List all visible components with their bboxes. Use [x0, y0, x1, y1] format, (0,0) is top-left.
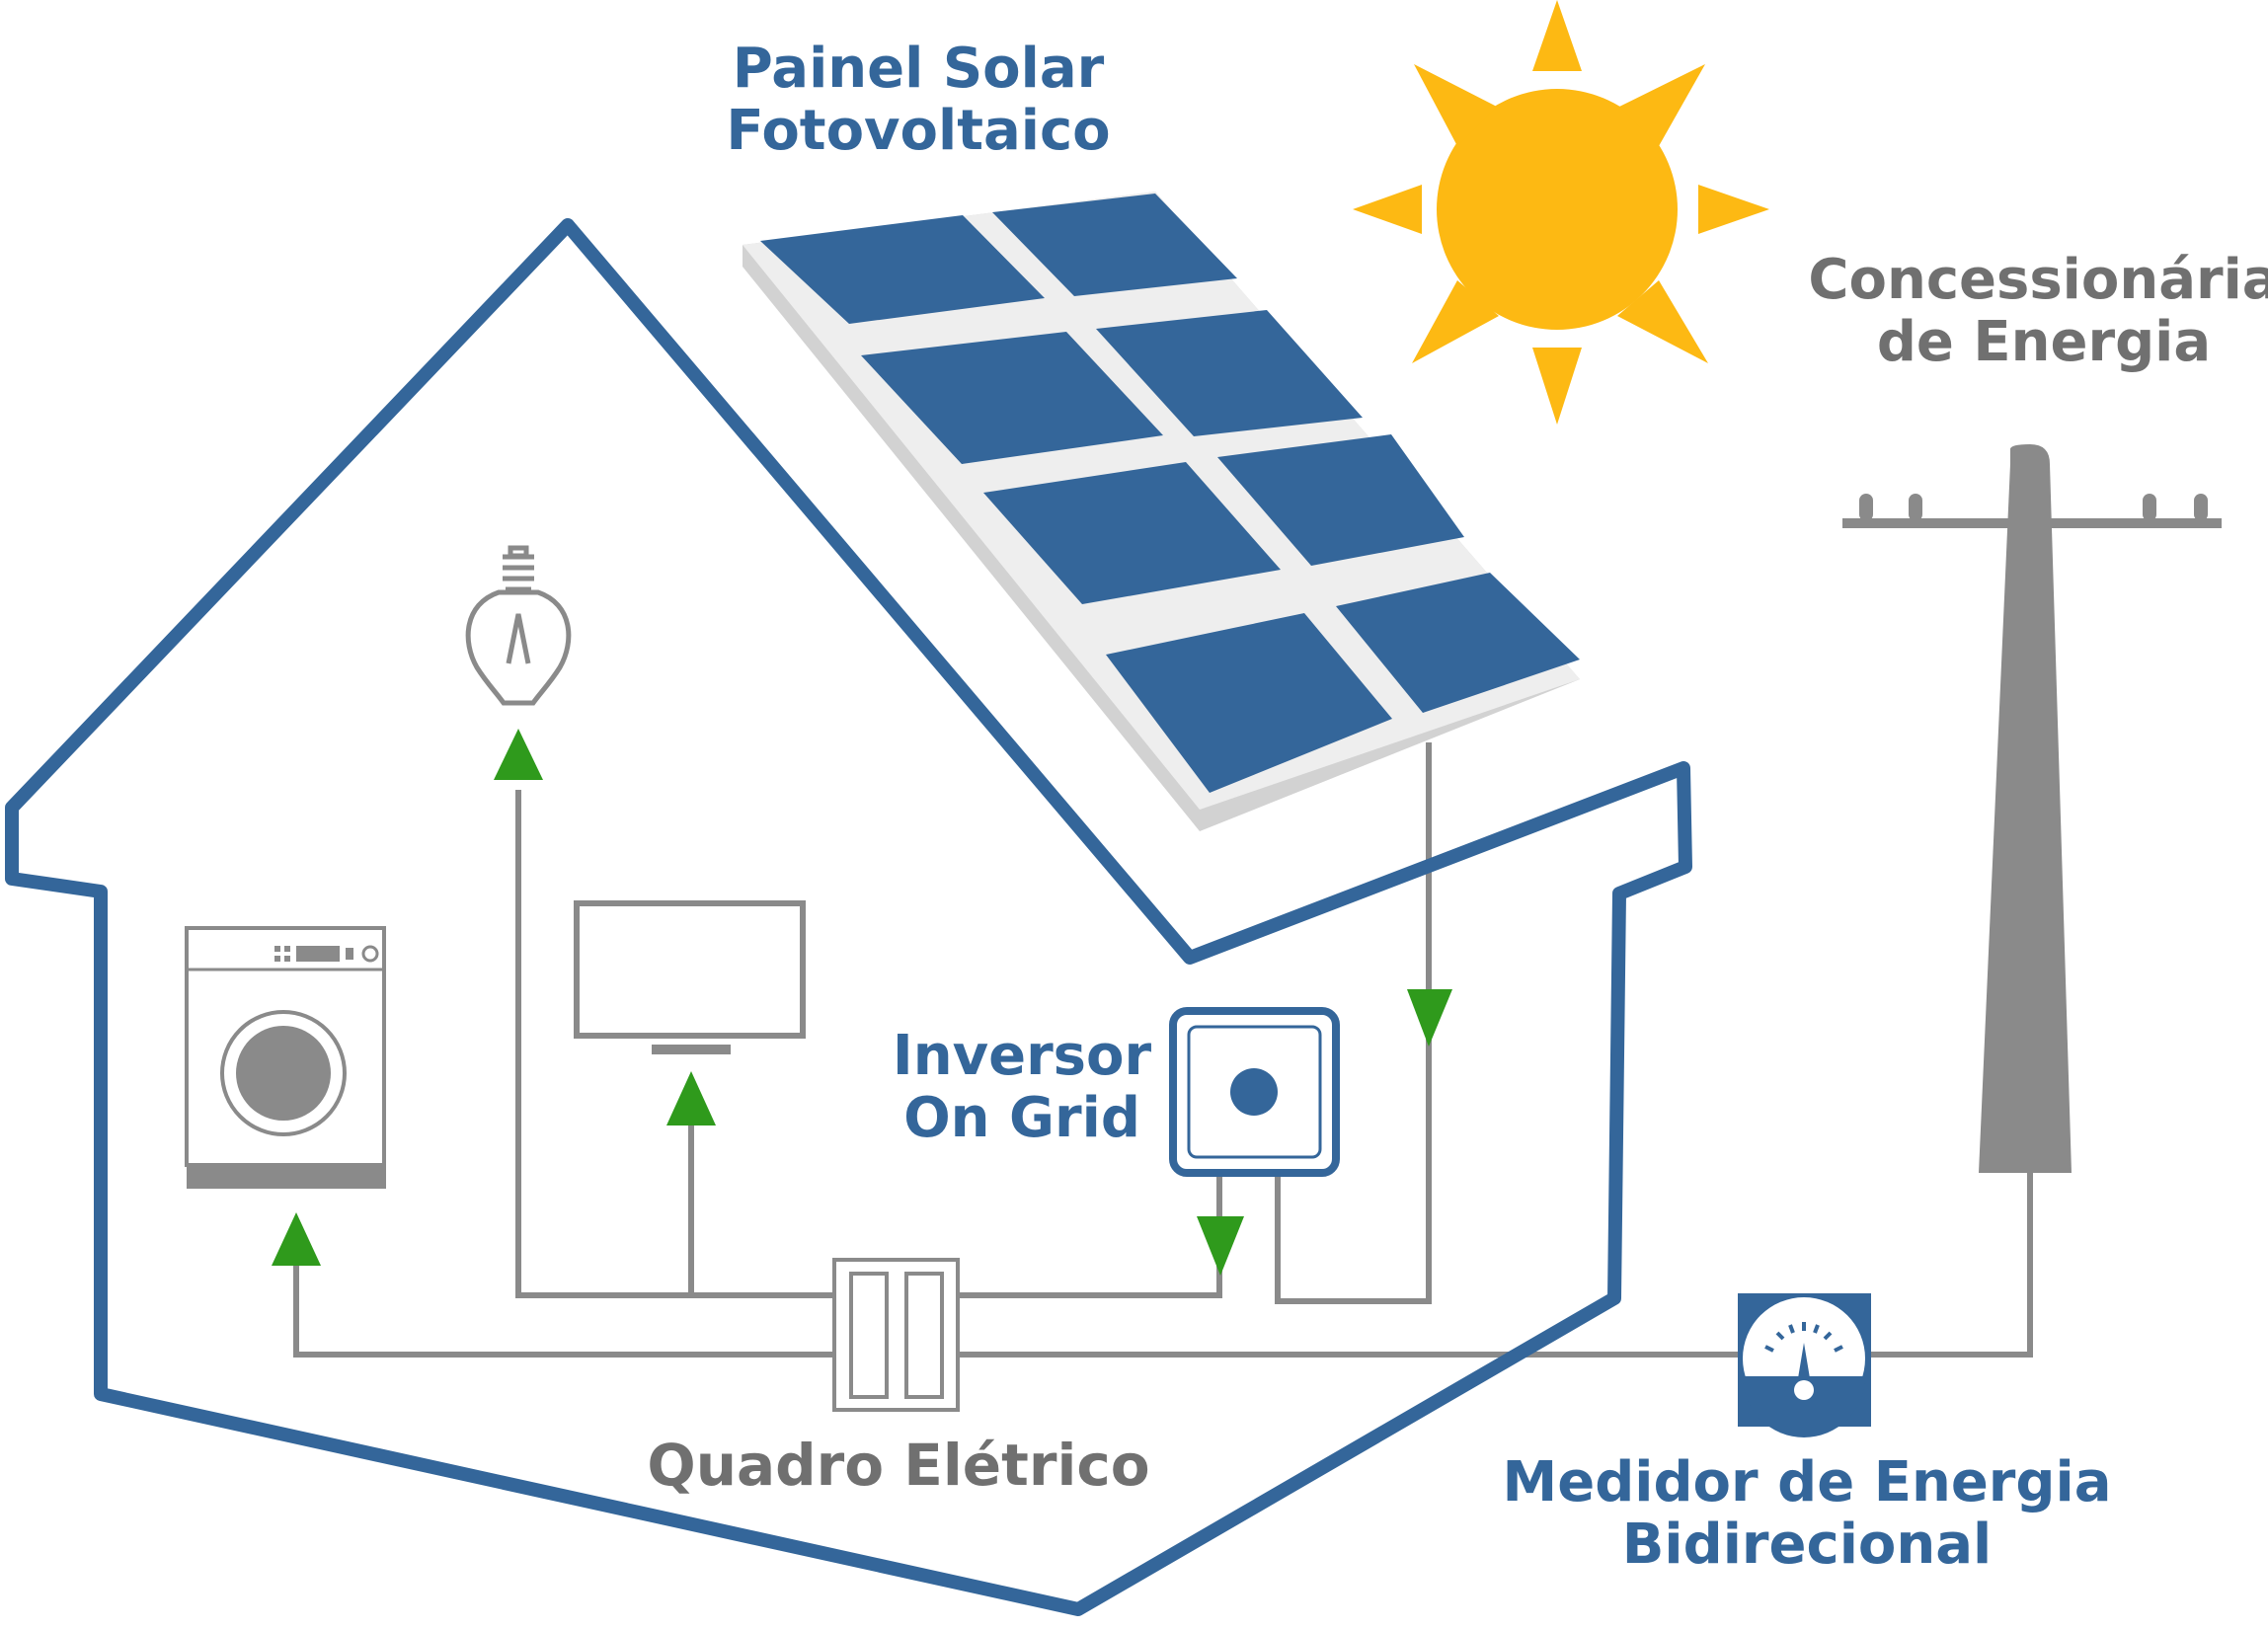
inverter-icon — [1169, 1007, 1340, 1177]
television-icon — [574, 900, 806, 1054]
flow-arrows — [272, 729, 1452, 1276]
solar-panel-icon — [743, 192, 1580, 831]
label-painel-solar-line1: Painel Solar — [732, 37, 1105, 101]
label-medidor-line1: Medidor de Energia — [1502, 1450, 2112, 1514]
bidirectional-meter-icon — [1738, 1293, 1871, 1437]
label-inversor-line1: Inversor — [892, 1024, 1152, 1088]
label-concessionaria: Concessionária de Energia — [1777, 249, 2268, 374]
arrow-down-inverter — [1197, 1216, 1244, 1276]
label-concessionaria-line1: Concessionária — [1808, 248, 2268, 312]
arrow-down-panel — [1407, 989, 1452, 1047]
arrow-up-washer — [272, 1212, 321, 1266]
washing-machine-icon — [185, 926, 386, 1189]
arrow-up-bulb — [494, 729, 543, 780]
utility-pole-icon — [1842, 444, 2222, 1173]
label-quadro-eletrico: Quadro Elétrico — [612, 1432, 1185, 1499]
label-quadro-eletrico-text: Quadro Elétrico — [647, 1432, 1150, 1499]
label-medidor: Medidor de Energia Bidirecional — [1442, 1451, 2172, 1577]
house-outline — [5, 218, 1692, 1616]
sun-icon — [1353, 0, 1769, 425]
arrow-up-tv — [666, 1071, 716, 1125]
light-bulb-icon — [465, 545, 572, 706]
label-inversor: Inversor On Grid — [859, 1025, 1185, 1150]
label-concessionaria-line2: de Energia — [1876, 310, 2212, 375]
label-medidor-line2: Bidirecional — [1621, 1513, 1993, 1578]
label-painel-solar: Painel Solar Fotovoltaico — [642, 38, 1195, 163]
label-painel-solar-line2: Fotovoltaico — [726, 99, 1111, 164]
breaker-panel-icon — [832, 1258, 960, 1412]
label-inversor-line2: On Grid — [903, 1086, 1140, 1151]
